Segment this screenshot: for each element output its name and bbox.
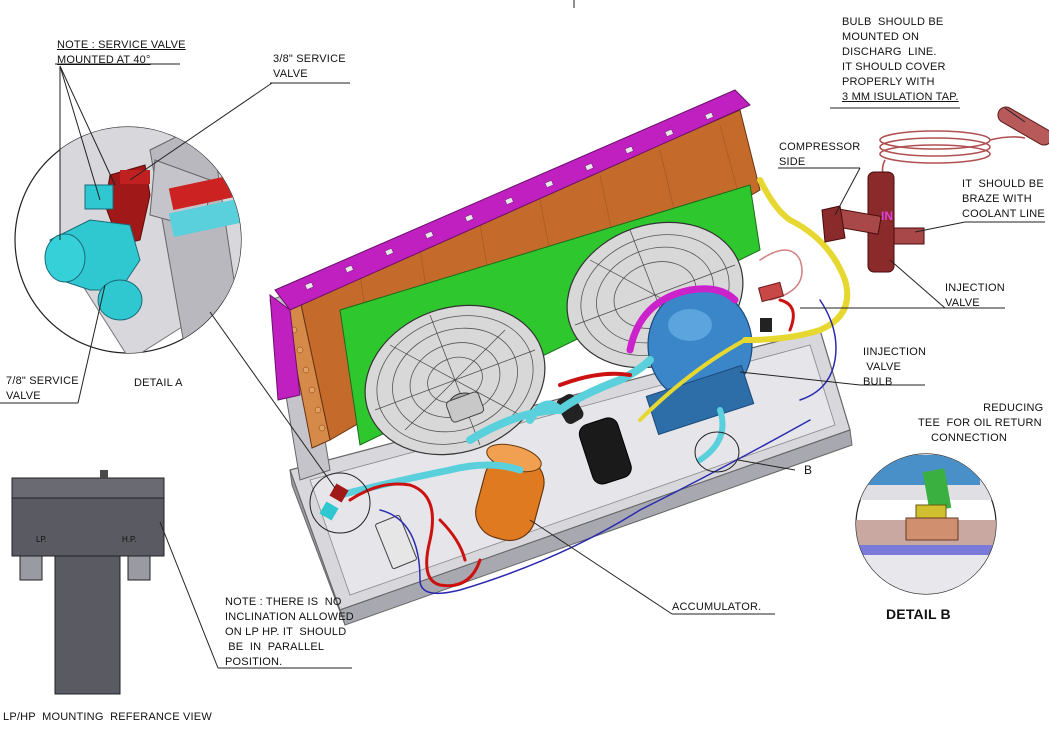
label-callout-b: B bbox=[804, 463, 813, 477]
unit-service-valves bbox=[319, 483, 349, 521]
in-marker: IN bbox=[881, 209, 893, 223]
bulb-note-last-line: 3 MM ISULATION TAP. bbox=[842, 91, 959, 103]
label-injection-valve: INJECTION VALVE bbox=[945, 282, 1005, 309]
hp-label: H.P. bbox=[122, 535, 137, 544]
accumulator bbox=[475, 443, 545, 542]
label-compressor-side: COMPRESSOR SIDE bbox=[779, 141, 861, 168]
detail-b-callout bbox=[694, 431, 740, 473]
label-reducing-tee: REDUCING TEE FOR OIL RETURN CONNECTION bbox=[918, 402, 1044, 444]
condenser-fan-1 bbox=[364, 304, 546, 456]
note-service-valve: NOTE : SERVICE VALVE MOUNTED AT 40° bbox=[57, 39, 186, 66]
control-box bbox=[375, 514, 417, 570]
label-injection-valve-bulb: IINJECTION VALVE BULB bbox=[863, 346, 927, 388]
receiver bbox=[578, 417, 632, 485]
label-accumulator: ACCUMULATOR. bbox=[672, 601, 762, 613]
label-detail-a: DETAIL A bbox=[134, 377, 183, 389]
bulb-note: BULB SHOULD BE MOUNTED ON DISCHARG LINE.… bbox=[842, 16, 946, 88]
label-braze-note: IT SHOULD BE BRAZE WITH COOLANT LINE bbox=[962, 178, 1045, 220]
label-3-8-service-valve: 3/8" SERVICE VALVE bbox=[273, 53, 346, 80]
injection-valve-detail: IN bbox=[821, 106, 1049, 273]
detail-b-view bbox=[855, 453, 997, 595]
detail-a-view bbox=[14, 126, 242, 354]
main-unit bbox=[269, 89, 853, 626]
lp-hp-note: NOTE : THERE IS NO INCLINATION ALLOWED O… bbox=[225, 596, 354, 668]
label-lp-hp-view: LP/HP MOUNTING REFERANCE VIEW bbox=[3, 711, 212, 723]
label-7-8-service-valve: 7/8" SERVICE VALVE bbox=[6, 375, 79, 402]
lp-label: LP. bbox=[36, 535, 47, 544]
detail-a-callout bbox=[309, 472, 371, 534]
leader-lines bbox=[0, 63, 1045, 669]
compressor bbox=[645, 286, 755, 436]
lp-hp-reference-view: LP. H.P. bbox=[11, 470, 165, 695]
label-detail-b: DETAIL B bbox=[886, 606, 951, 622]
